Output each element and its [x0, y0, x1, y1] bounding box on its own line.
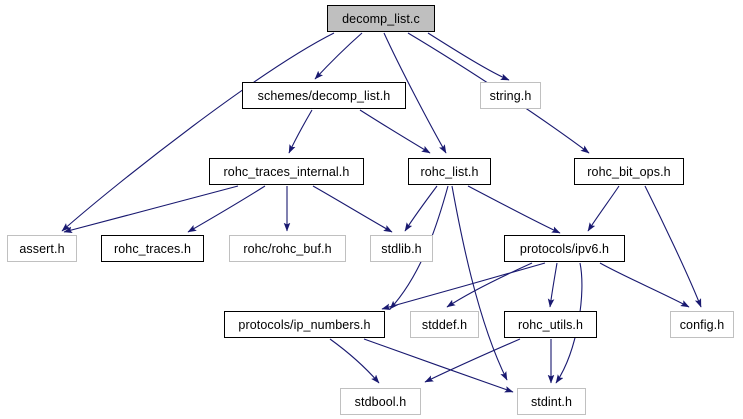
node-label: stddef.h — [421, 317, 468, 332]
node-label: rohc_list.h — [420, 164, 479, 179]
edge-decomp_list_c-to-rohc_list_h — [383, 32, 447, 154]
edge-protocols_ip_numbers_h-to-stdint_h — [363, 338, 514, 393]
node-protocols_ipv6_h[interactable]: protocols/ipv6.h — [504, 235, 625, 262]
node-stdbool_h[interactable]: stdbool.h — [340, 388, 421, 415]
node-label: decomp_list.c — [342, 11, 420, 26]
node-schemes_decomp_list[interactable]: schemes/decomp_list.h — [242, 82, 406, 109]
node-stddef_h[interactable]: stddef.h — [410, 311, 479, 338]
edge-rohc_traces_internal-to-assert_h — [63, 185, 239, 234]
node-stdint_h[interactable]: stdint.h — [517, 388, 586, 415]
edge-decomp_list_c-to-schemes_decomp_list — [314, 32, 363, 80]
node-rohc_traces_internal[interactable]: rohc_traces_internal.h — [209, 158, 364, 185]
edge-rohc_traces_internal-to-rohc_traces_h — [187, 185, 266, 233]
edge-rohc_bit_ops_h-to-protocols_ipv6_h — [587, 185, 620, 232]
node-rohc_rohc_buf_h[interactable]: rohc/rohc_buf.h — [229, 235, 346, 262]
edge-protocols_ipv6_h-to-stddef_h — [446, 262, 533, 308]
node-label: rohc_utils.h — [517, 317, 584, 332]
node-stdlib_h[interactable]: stdlib.h — [370, 235, 433, 262]
node-rohc_traces_h[interactable]: rohc_traces.h — [101, 235, 204, 262]
node-label: protocols/ipv6.h — [519, 241, 610, 256]
edge-decomp_list_c-to-assert_h — [61, 32, 335, 232]
node-label: string.h — [489, 88, 532, 103]
edge-schemes_decomp_list-to-rohc_list_h — [359, 109, 431, 154]
node-rohc_bit_ops_h[interactable]: rohc_bit_ops.h — [574, 158, 684, 185]
edge-schemes_decomp_list-to-rohc_traces_internal — [288, 109, 313, 154]
node-label: stdint.h — [530, 394, 573, 409]
node-string_h[interactable]: string.h — [480, 82, 541, 109]
node-label: rohc_bit_ops.h — [587, 164, 671, 179]
edge-decomp_list_c-to-string_h — [427, 32, 510, 81]
node-label: rohc_traces_internal.h — [223, 164, 350, 179]
node-decomp_list_c[interactable]: decomp_list.c — [327, 5, 435, 32]
node-label: stdbool.h — [354, 394, 407, 409]
node-config_h[interactable]: config.h — [670, 311, 734, 338]
edge-rohc_list_h-to-protocols_ipv6_h — [467, 185, 561, 234]
edge-protocols_ipv6_h-to-config_h — [599, 262, 690, 308]
edge-rohc_bit_ops_h-to-config_h — [644, 185, 702, 308]
edge-rohc_traces_internal-to-stdlib_h — [312, 185, 393, 233]
edge-protocols_ipv6_h-to-rohc_utils_h — [547, 262, 558, 308]
edge-protocols_ipv6_h-to-protocols_ip_numbers_h — [381, 262, 546, 310]
node-protocols_ip_numbers_h[interactable]: protocols/ip_numbers.h — [224, 311, 385, 338]
node-assert_h[interactable]: assert.h — [7, 235, 77, 262]
edge-protocols_ip_numbers_h-to-stdbool_h — [329, 338, 380, 384]
node-label: rohc_traces.h — [113, 241, 192, 256]
edges-group — [61, 32, 702, 393]
node-label: stdlib.h — [381, 241, 422, 256]
node-rohc_utils_h[interactable]: rohc_utils.h — [504, 311, 597, 338]
edge-rohc_list_h-to-stdint_h — [451, 185, 508, 381]
edge-rohc_list_h-to-stdlib_h — [404, 185, 438, 232]
node-label: assert.h — [19, 241, 65, 256]
node-label: config.h — [679, 317, 725, 332]
node-label: schemes/decomp_list.h — [257, 88, 391, 103]
edge-rohc_utils_h-to-stdbool_h — [424, 338, 521, 383]
node-label: protocols/ip_numbers.h — [238, 317, 371, 332]
node-label: rohc/rohc_buf.h — [243, 241, 332, 256]
node-rohc_list_h[interactable]: rohc_list.h — [408, 158, 491, 185]
